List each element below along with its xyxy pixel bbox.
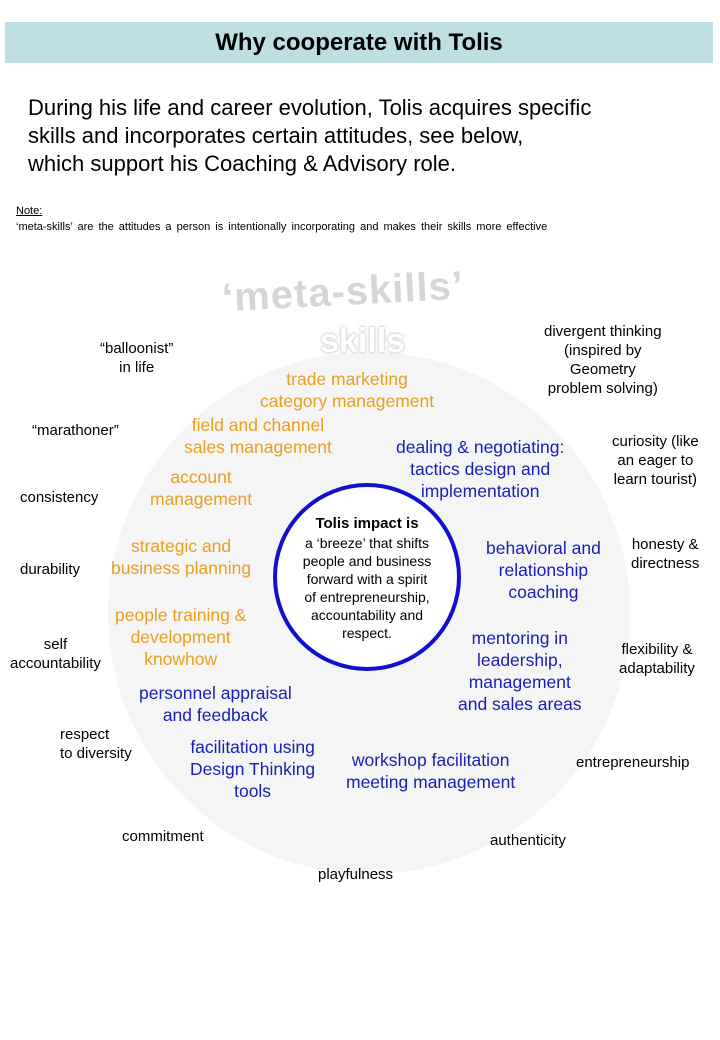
skill-line: people training & xyxy=(115,605,247,625)
skill-line: facilitation using xyxy=(190,737,315,757)
attitude-line: to diversity xyxy=(60,745,132,762)
attitude-line: “marathoner” xyxy=(32,422,119,439)
skill-line: meeting management xyxy=(346,772,516,792)
attitude-respect-diversity: respect to diversity xyxy=(60,725,132,763)
impact-text: a ‘breeze’ that shifts people and busine… xyxy=(289,534,445,642)
note-text: ‘meta-skills’ are the attitudes a person… xyxy=(16,221,548,233)
attitude-line: accountability xyxy=(10,655,101,672)
attitude-playfulness: playfulness xyxy=(318,865,393,884)
impact-line: respect. xyxy=(342,625,392,641)
impact-title: Tolis impact is xyxy=(315,515,419,532)
intro-line: which support his Coaching & Advisory ro… xyxy=(28,151,456,176)
attitude-line: (inspired by xyxy=(564,342,642,359)
skill-design-thinking: facilitation using Design Thinking tools xyxy=(190,736,315,802)
attitude-line: authenticity xyxy=(490,832,566,849)
skill-line: strategic and xyxy=(130,536,232,556)
skill-dealing-negotiating: dealing & negotiating: tactics design an… xyxy=(396,436,564,502)
skill-personnel-appraisal: personnel appraisal and feedback xyxy=(139,682,292,726)
attitude-line: an eager to xyxy=(617,452,694,469)
attitude-consistency: consistency xyxy=(20,488,98,507)
skill-line: tactics design and xyxy=(410,459,551,479)
skill-line: trade marketing xyxy=(286,369,408,389)
skill-trade-marketing: trade marketing category management xyxy=(260,368,434,412)
attitude-line: durability xyxy=(20,561,81,578)
attitude-line: consistency xyxy=(20,489,99,506)
skill-line: personnel appraisal xyxy=(139,683,292,703)
attitude-line: entrepreneurship xyxy=(576,754,690,771)
skill-line: management xyxy=(150,489,253,509)
attitude-line: divergent thinking xyxy=(544,323,662,340)
impact-line: a ‘breeze’ that shifts xyxy=(305,535,429,551)
skill-line: business planning xyxy=(111,558,252,578)
intro-line: During his life and career evolution, To… xyxy=(28,95,592,120)
skill-line: management xyxy=(468,672,571,692)
attitude-line: curiosity (like xyxy=(612,433,699,450)
attitude-durability: durability xyxy=(20,560,80,579)
skill-line: account xyxy=(170,467,232,487)
header-bar: Why cooperate with Tolis xyxy=(5,22,713,63)
skill-field-channel-sales: field and channel sales management xyxy=(184,414,332,458)
attitude-line: respect xyxy=(60,726,110,743)
skill-line: leadership, xyxy=(476,650,563,670)
skill-line: and feedback xyxy=(162,705,268,725)
attitude-line: commitment xyxy=(122,828,204,845)
skill-line: tools xyxy=(234,781,272,801)
attitude-balloonist: “balloonist” in life xyxy=(100,339,173,377)
attitude-line: directness xyxy=(631,555,700,572)
impact-line: people and business xyxy=(302,553,432,569)
skill-line: relationship xyxy=(498,560,589,580)
skill-behavioral-coaching: behavioral and relationship coaching xyxy=(486,537,601,603)
skill-line: and sales areas xyxy=(458,694,582,714)
attitude-curiosity: curiosity (like an eager to learn touris… xyxy=(612,432,699,489)
skill-line: Design Thinking xyxy=(190,759,316,779)
attitude-line: Geometry xyxy=(569,361,636,378)
attitude-flexibility: flexibility & adaptability xyxy=(619,640,695,678)
skill-strategic-planning: strategic and business planning xyxy=(111,535,251,579)
attitude-line: problem solving) xyxy=(547,380,658,397)
attitude-honesty: honesty & directness xyxy=(631,535,699,573)
skill-line: knowhow xyxy=(144,649,218,669)
attitude-line: self xyxy=(43,636,68,653)
attitude-marathoner: “marathoner” xyxy=(32,421,119,440)
skill-line: implementation xyxy=(420,481,540,501)
attitude-line: playfulness xyxy=(318,866,394,883)
attitude-self-accountability: self accountability xyxy=(10,635,101,673)
skills-title: skills xyxy=(320,322,406,360)
skill-line: development xyxy=(130,627,231,647)
skill-line: coaching xyxy=(508,582,579,602)
skill-people-training: people training & development knowhow xyxy=(115,604,246,670)
skill-account-management: account management xyxy=(150,466,252,510)
impact-line: accountability and xyxy=(310,607,424,623)
attitude-line: “balloonist” xyxy=(100,340,174,357)
attitude-line: in life xyxy=(119,359,155,376)
page-title: Why cooperate with Tolis xyxy=(215,28,503,56)
attitude-entrepreneurship: entrepreneurship xyxy=(576,753,689,772)
skill-line: field and channel xyxy=(191,415,325,435)
attitude-line: flexibility & xyxy=(621,641,693,658)
attitude-line: learn tourist) xyxy=(613,471,698,488)
skill-line: behavioral and xyxy=(486,538,601,558)
attitude-line: adaptability xyxy=(619,660,695,677)
skill-line: mentoring in xyxy=(471,628,568,648)
skill-line: workshop facilitation xyxy=(351,750,510,770)
impact-circle: Tolis impact is a ‘breeze’ that shifts p… xyxy=(273,483,461,671)
note-title: Note: xyxy=(16,205,43,217)
impact-line: forward with a spirit xyxy=(306,571,428,587)
impact-line: of entrepreneurship, xyxy=(304,589,430,605)
skill-workshop-facilitation: workshop facilitation meeting management xyxy=(346,749,515,793)
intro-line: skills and incorporates certain attitude… xyxy=(28,123,524,148)
skill-line: category management xyxy=(260,391,435,411)
attitude-commitment: commitment xyxy=(122,827,204,846)
skill-mentoring: mentoring in leadership, management and … xyxy=(458,627,582,715)
attitude-authenticity: authenticity xyxy=(490,831,566,850)
intro-paragraph: During his life and career evolution, To… xyxy=(28,94,688,178)
attitude-line: honesty & xyxy=(631,536,699,553)
attitude-divergent-thinking: divergent thinking (inspired by Geometry… xyxy=(544,322,662,398)
skill-line: sales management xyxy=(184,437,332,457)
skill-line: dealing & negotiating: xyxy=(396,437,565,457)
meta-skills-title: ‘meta-skills’ xyxy=(220,263,465,321)
